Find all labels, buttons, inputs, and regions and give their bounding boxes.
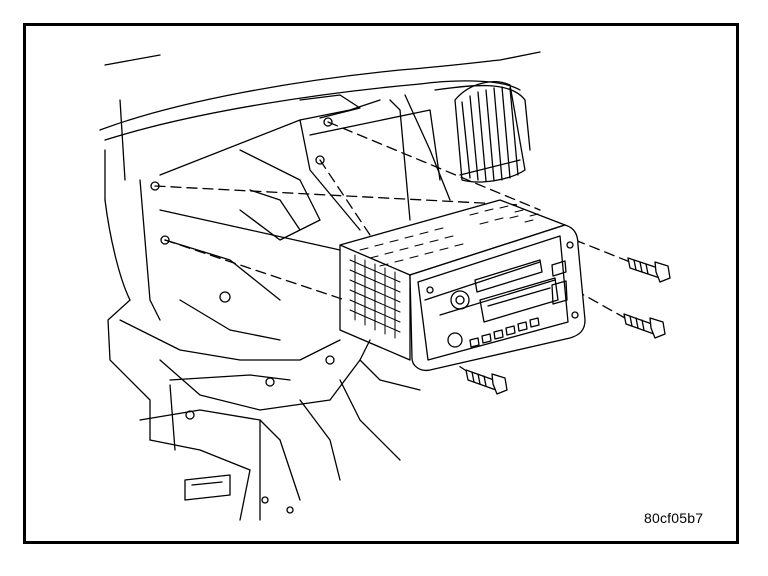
vent-grille [454,81,526,183]
figure-id-label: 80cf05b7 [644,510,704,526]
mounting-bolt [465,369,508,395]
mounting-bolt [623,313,666,339]
vent-holes [359,205,539,267]
mounting-bolt [627,257,671,283]
alignment-lines [154,121,631,373]
side-slots [349,254,401,339]
radio-unit [339,199,586,372]
instrument-panel [99,51,541,521]
